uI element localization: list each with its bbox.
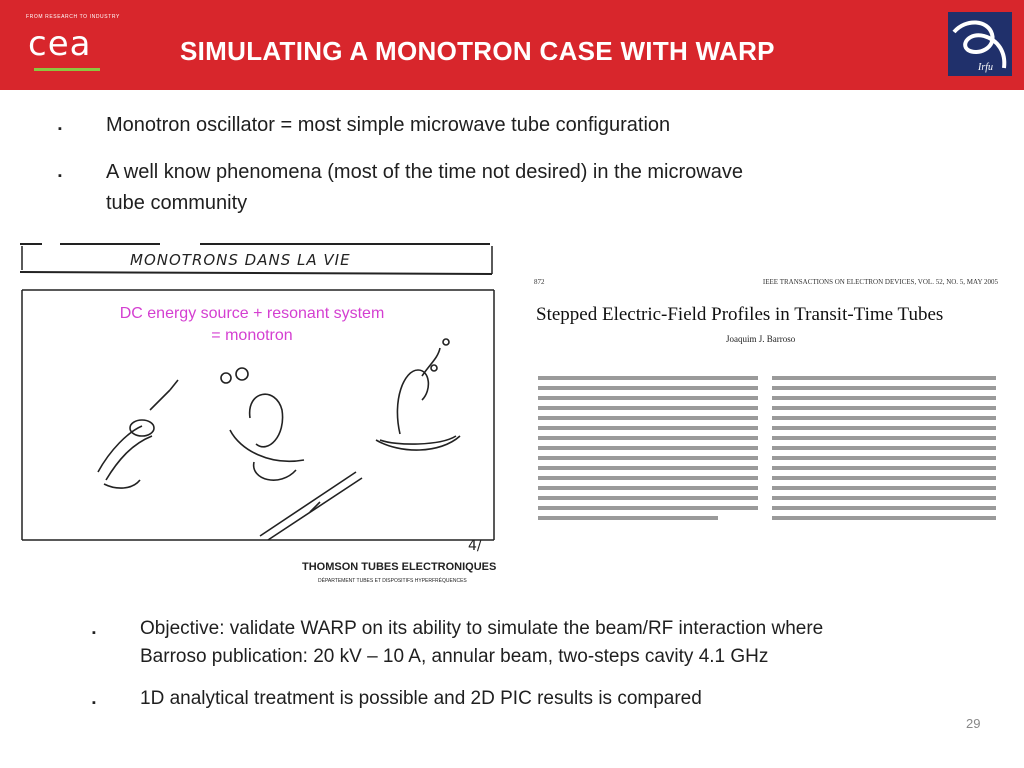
bullet-marker: ▪	[92, 627, 96, 639]
bullet-text: Barroso publication: 20 kV – 10 A, annul…	[140, 646, 769, 667]
slide-title: SIMULATING A MONOTRON CASE WITH WARP	[180, 36, 775, 66]
bullet-marker: ▪	[92, 697, 96, 709]
slide-header: FROM RESEARCH TO INDUSTRY cea SIMULATING…	[0, 0, 1024, 90]
irfu-logo: Irfu	[948, 12, 1012, 76]
cea-green-bar	[34, 68, 100, 71]
cartoon-caption-line: = monotron	[211, 327, 293, 344]
cartoon-caption-line: DC energy source + resonant system	[119, 305, 385, 322]
bullet-marker: ▪	[58, 170, 62, 182]
bullet-continuation: tube community	[58, 188, 958, 218]
bullet-continuation: Barroso publication: 20 kV – 10 A, annul…	[92, 642, 992, 672]
page-number: 29	[966, 716, 981, 731]
paper-text-columns	[538, 376, 996, 520]
cea-tagline: FROM RESEARCH TO INDUSTRY	[26, 14, 120, 20]
cartoon-footer-brand: THOMSON TUBES ELECTRONIQUES	[302, 561, 496, 573]
bullet-item: ▪ A well know phenomena (most of the tim…	[58, 157, 958, 187]
paper-journal: IEEE TRANSACTIONS ON ELECTRON DEVICES, V…	[762, 278, 998, 286]
bullet-item: ▪ 1D analytical treatment is possible an…	[92, 684, 992, 714]
cartoon-footer-sub: DÉPARTEMENT TUBES ET DISPOSITIFS HYPERFR…	[318, 577, 467, 584]
bullet-item: ▪ Monotron oscillator = most simple micr…	[58, 110, 938, 140]
bullet-item: ▪ Objective: validate WARP on its abilit…	[92, 614, 992, 644]
paper-author: Joaquim J. Barroso	[726, 334, 796, 344]
bullet-text: Objective: validate WARP on its ability …	[140, 618, 824, 639]
cea-logo: FROM RESEARCH TO INDUSTRY cea	[26, 14, 119, 74]
monotron-cartoon: MONOTRONS DANS LA VIE 4/	[19, 240, 496, 586]
paper-page-number: 872	[534, 278, 545, 286]
svg-text:4/: 4/	[468, 538, 482, 554]
cea-wordmark: cea	[28, 24, 92, 64]
bullet-marker: ▪	[58, 123, 62, 135]
paper-excerpt: 872 IEEE TRANSACTIONS ON ELECTRON DEVICE…	[516, 270, 1006, 532]
bullet-text: Monotron oscillator = most simple microw…	[106, 114, 671, 136]
bullet-text: 1D analytical treatment is possible and …	[140, 688, 702, 709]
cartoon-caption: DC energy source + resonant system = mon…	[82, 303, 422, 347]
paper-title: Stepped Electric-Field Profiles in Trans…	[536, 304, 944, 325]
svg-text:Irfu: Irfu	[977, 62, 993, 73]
bullet-text: A well know phenomena (most of the time …	[106, 161, 743, 183]
bullet-text: tube community	[106, 192, 248, 214]
cartoon-banner-text: MONOTRONS DANS LA VIE	[130, 251, 351, 269]
